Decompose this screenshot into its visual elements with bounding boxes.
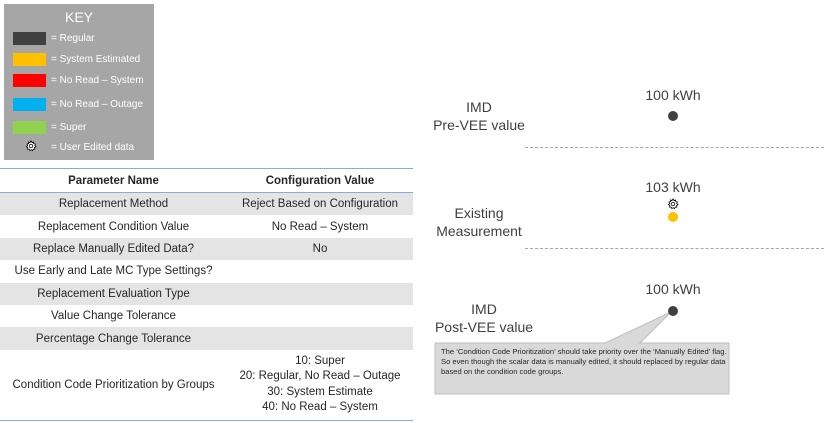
param-name: Use Early and Late MC Type Settings? (14, 265, 213, 278)
param-value (227, 327, 413, 350)
key-label: = No Read – System (51, 75, 144, 86)
param-name: Replacement Evaluation Type (0, 282, 227, 305)
key-label: = Super (51, 122, 87, 133)
param-name: Condition Code Prioritization by Groups (0, 349, 227, 421)
pre-vee-label: IMD Pre-VEE value (419, 98, 539, 134)
condition-group: 10: Super (295, 354, 345, 367)
post-vee-dot (668, 306, 678, 316)
divider (525, 248, 824, 249)
table-row: Value Change Tolerance (0, 305, 413, 327)
table-row: Replacement Evaluation Type (0, 282, 413, 305)
existing-dot (668, 212, 678, 222)
post-vee-label-line1: IMD (471, 301, 497, 317)
table-row: Use Early and Late MC Type Settings? (0, 260, 413, 282)
key-item-regular: = Regular (13, 32, 153, 46)
header-configuration-value: Configuration Value (227, 168, 413, 193)
no-read-outage-swatch (13, 98, 46, 111)
existing-label: Existing Measurement (419, 204, 539, 240)
post-vee-value: 100 kWh (645, 281, 701, 297)
key-item-no-read-outage: = No Read – Outage (13, 98, 153, 112)
key-legend: KEY = Regular = System Estimated = No Re… (4, 4, 154, 160)
key-label: = User Edited data (51, 142, 135, 153)
param-value: Reject Based on Configuration (227, 192, 413, 216)
pre-vee-dot (668, 111, 678, 121)
key-title: KEY (64, 9, 93, 25)
param-name: Percentage Change Tolerance (0, 327, 227, 350)
table-row: Condition Code Prioritization by Groups … (0, 349, 413, 421)
table-row: Replace Manually Edited Data? No (0, 237, 413, 261)
condition-group: 40: No Read – System (262, 401, 378, 414)
param-value (227, 282, 413, 305)
system-estimated-swatch (13, 53, 46, 66)
callout-text: The ‘Condition Code Prioritization’ shou… (441, 347, 727, 376)
post-vee-label: IMD Post-VEE value (419, 300, 549, 336)
gear-icon (667, 198, 679, 210)
table-row: Replacement Method Reject Based on Confi… (0, 192, 413, 216)
table-header-row: Parameter Name Configuration Value (0, 168, 413, 193)
param-name: Replace Manually Edited Data? (0, 237, 227, 261)
no-read-system-swatch (13, 74, 46, 87)
existing-value: 103 kWh (645, 179, 701, 195)
post-vee-label-line2: Post-VEE value (434, 319, 534, 335)
pre-vee-value: 100 kWh (645, 87, 701, 103)
param-name: Value Change Tolerance (51, 310, 176, 323)
gear-icon (25, 140, 37, 152)
existing-label-line1: Existing (454, 205, 504, 221)
table-row: Replacement Condition Value No Read – Sy… (0, 215, 413, 237)
key-label: = No Read – Outage (51, 99, 144, 110)
key-item-no-read-system: = No Read – System (13, 74, 153, 88)
key-item-system-estimated: = System Estimated (13, 53, 153, 67)
pre-vee-label-line1: IMD (466, 99, 492, 115)
condition-group: 30: System Estimate (267, 385, 373, 398)
header-parameter-name: Parameter Name (0, 168, 227, 193)
param-value: No Read – System (271, 220, 369, 233)
param-name: Replacement Condition Value (37, 220, 190, 233)
key-item-user-edited: = User Edited data (13, 140, 153, 155)
regular-swatch (13, 32, 46, 45)
divider (525, 147, 824, 148)
existing-label-line2: Measurement (436, 223, 522, 239)
key-label: = System Estimated (51, 54, 141, 65)
param-name: Replacement Method (0, 192, 227, 216)
param-value: No (227, 237, 413, 261)
parameter-table: Parameter Name Configuration Value Repla… (0, 168, 413, 421)
key-item-super: = Super (13, 121, 153, 135)
table-row: Percentage Change Tolerance (0, 327, 413, 350)
pre-vee-label-line2: Pre-VEE value (433, 117, 525, 133)
condition-group: 20: Regular, No Read – Outage (239, 370, 401, 383)
super-swatch (13, 121, 46, 134)
param-value-list: 10: Super 20: Regular, No Read – Outage … (227, 349, 413, 421)
key-label: = Regular (51, 33, 95, 44)
